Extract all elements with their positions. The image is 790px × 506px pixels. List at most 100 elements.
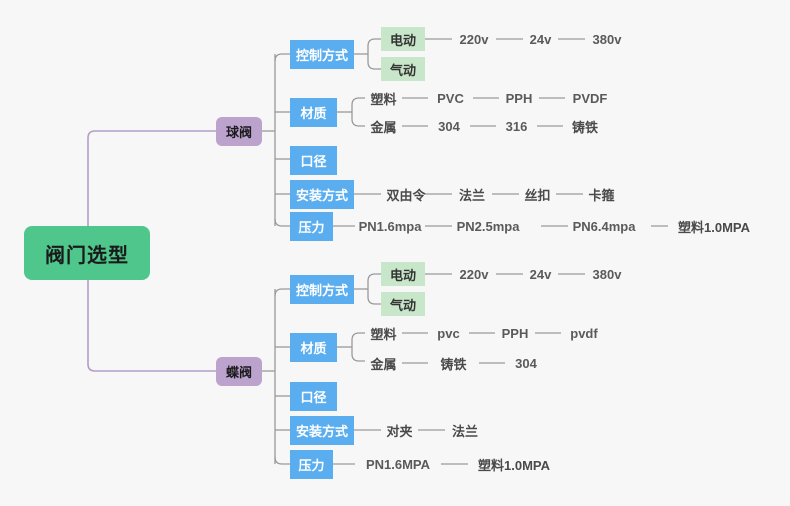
leaf-ball-metal-316[interactable]: 316	[496, 114, 537, 138]
node-label: 压力	[298, 220, 325, 235]
node-label: 金属	[370, 119, 397, 135]
leaf-ball-plastic-pvdf[interactable]: PVDF	[565, 86, 615, 110]
leaf-label: pvc	[437, 325, 460, 341]
leaf-label: 法兰	[458, 187, 485, 203]
leaf-label: 220v	[459, 31, 489, 47]
leaf-ball-metal-304[interactable]: 304	[428, 114, 470, 138]
node-butterfly-material[interactable]: 材质	[290, 333, 337, 362]
node-butterfly-install-method[interactable]: 安装方式	[290, 416, 354, 445]
node-ball-pneumatic[interactable]: 气动	[381, 57, 425, 81]
leaf-butterfly-pressure-pn16[interactable]: PN1.6MPA	[355, 452, 441, 476]
node-butterfly-material-metal[interactable]: 金属	[365, 351, 402, 375]
leaf-butterfly-install-wafer[interactable]: 对夹	[381, 418, 418, 442]
node-butterfly-pressure[interactable]: 压力	[290, 450, 333, 479]
branch-node-ball-valve[interactable]: 球阀	[216, 117, 262, 146]
branch-node-label: 蝶阀	[226, 365, 253, 380]
leaf-butterfly-metal-cast-iron[interactable]: 铸铁	[428, 351, 479, 375]
leaf-label: 铸铁	[571, 119, 598, 135]
leaf-ball-install-shuangyouling[interactable]: 双由令	[381, 182, 431, 206]
leaf-ball-install-thread[interactable]: 丝扣	[519, 182, 556, 206]
leaf-label: pvdf	[570, 325, 598, 341]
leaf-label: 220v	[459, 266, 489, 282]
branch-node-label: 球阀	[226, 125, 253, 140]
leaf-label: 24v	[529, 266, 552, 282]
leaf-label: 丝扣	[524, 187, 551, 203]
leaf-label: PN6.4mpa	[572, 218, 636, 234]
node-ball-install-method[interactable]: 安装方式	[290, 180, 354, 209]
branch-node-butterfly-valve[interactable]: 蝶阀	[216, 357, 262, 386]
leaf-butterfly-electric-24v[interactable]: 24v	[523, 262, 558, 286]
node-label: 控制方式	[296, 283, 349, 298]
leaf-label: 卡箍	[588, 187, 615, 203]
node-label: 塑料	[370, 91, 397, 107]
node-label: 口径	[300, 154, 327, 169]
leaf-label: 380v	[592, 31, 622, 47]
leaf-butterfly-metal-304[interactable]: 304	[505, 351, 547, 375]
leaf-butterfly-plastic-pvc[interactable]: pvc	[428, 321, 469, 345]
node-label: 口径	[300, 390, 327, 405]
leaf-label: PN1.6mpa	[358, 218, 422, 234]
node-butterfly-pneumatic[interactable]: 气动	[381, 292, 425, 316]
node-label: 材质	[300, 106, 327, 121]
leaf-ball-pressure-plastic10[interactable]: 塑料1.0MPA	[668, 214, 760, 238]
leaf-label: 铸铁	[440, 356, 467, 372]
node-ball-material-metal[interactable]: 金属	[365, 114, 402, 138]
leaf-butterfly-pressure-plastic10[interactable]: 塑料1.0MPA	[468, 452, 560, 476]
leaf-butterfly-electric-380v[interactable]: 380v	[585, 262, 629, 286]
root-node-label: 阀门选型	[45, 244, 129, 267]
node-label: 电动	[390, 32, 417, 48]
leaf-ball-electric-220v[interactable]: 220v	[452, 27, 496, 51]
node-butterfly-control-method[interactable]: 控制方式	[290, 275, 354, 304]
node-label: 气动	[390, 297, 417, 313]
leaf-label: 塑料1.0MPA	[478, 457, 550, 473]
node-ball-material[interactable]: 材质	[290, 98, 337, 127]
node-butterfly-material-plastic[interactable]: 塑料	[365, 321, 402, 345]
node-ball-diameter[interactable]: 口径	[290, 146, 337, 175]
node-ball-material-plastic[interactable]: 塑料	[365, 86, 402, 110]
node-label: 金属	[370, 356, 397, 372]
leaf-ball-plastic-pph[interactable]: PPH	[499, 86, 539, 110]
node-label: 塑料	[370, 326, 397, 342]
node-ball-control-method[interactable]: 控制方式	[290, 40, 354, 69]
leaf-label: PN2.5mpa	[456, 218, 520, 234]
leaf-butterfly-plastic-pph[interactable]: PPH	[495, 321, 535, 345]
leaf-ball-install-flange[interactable]: 法兰	[452, 182, 492, 206]
node-label: 安装方式	[296, 188, 349, 203]
leaf-label: 对夹	[386, 423, 413, 439]
node-label: 压力	[298, 458, 325, 473]
leaf-ball-install-clamp[interactable]: 卡箍	[583, 182, 620, 206]
node-butterfly-diameter[interactable]: 口径	[290, 382, 337, 411]
leaf-label: 法兰	[451, 423, 478, 439]
leaf-ball-pressure-pn64[interactable]: PN6.4mpa	[568, 214, 640, 238]
leaf-label: 304	[515, 355, 537, 371]
node-label: 材质	[300, 341, 327, 356]
node-ball-pressure[interactable]: 压力	[290, 212, 333, 241]
leaf-label: PVC	[437, 90, 464, 106]
node-ball-electric[interactable]: 电动	[381, 27, 425, 51]
root-node-valve-selection[interactable]: 阀门选型	[24, 226, 150, 280]
leaf-label: 双由令	[386, 187, 426, 203]
leaf-butterfly-plastic-pvdf[interactable]: pvdf	[561, 321, 607, 345]
leaf-ball-electric-380v[interactable]: 380v	[585, 27, 629, 51]
leaf-label: PPH	[505, 90, 533, 106]
leaf-ball-plastic-pvc[interactable]: PVC	[428, 86, 473, 110]
node-label: 气动	[390, 62, 417, 78]
node-label: 电动	[390, 267, 417, 283]
leaf-label: 塑料1.0MPA	[678, 219, 750, 235]
leaf-ball-metal-cast-iron[interactable]: 铸铁	[563, 114, 607, 138]
leaf-ball-pressure-pn25[interactable]: PN2.5mpa	[452, 214, 524, 238]
leaf-label: 316	[505, 118, 528, 134]
node-label: 控制方式	[296, 48, 349, 63]
leaf-ball-electric-24v[interactable]: 24v	[523, 27, 558, 51]
leaf-butterfly-electric-220v[interactable]: 220v	[452, 262, 496, 286]
node-butterfly-electric[interactable]: 电动	[381, 262, 425, 286]
leaf-label: PVDF	[572, 90, 608, 106]
leaf-label: PN1.6MPA	[365, 456, 431, 472]
leaf-label: 380v	[592, 266, 622, 282]
leaf-label: 304	[438, 118, 460, 134]
leaf-butterfly-install-flange[interactable]: 法兰	[445, 418, 485, 442]
leaf-label: 24v	[529, 31, 552, 47]
leaf-ball-pressure-pn16[interactable]: PN1.6mpa	[355, 214, 425, 238]
leaf-label: PPH	[501, 325, 529, 341]
